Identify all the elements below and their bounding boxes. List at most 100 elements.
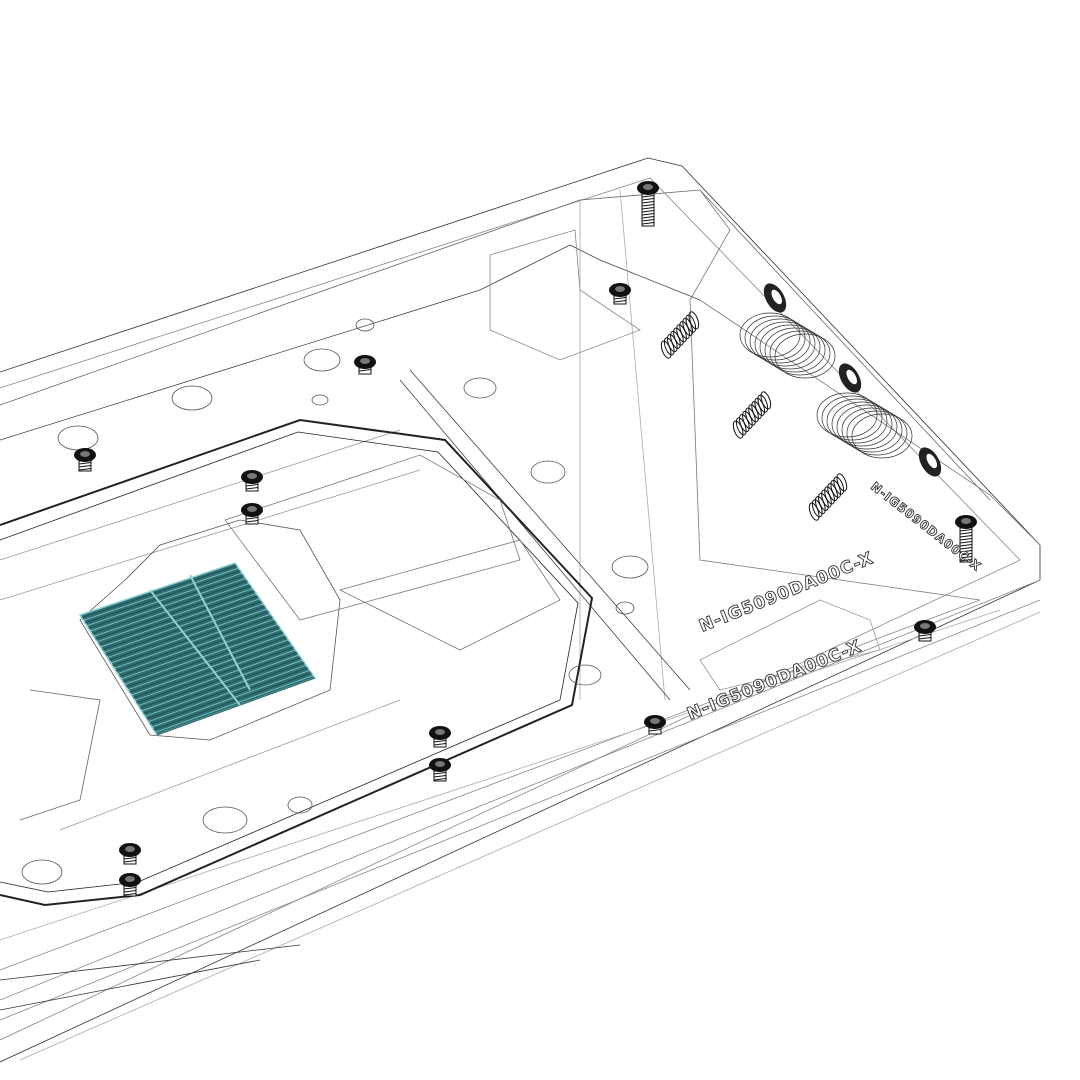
screw-thread — [959, 550, 973, 553]
screw-socket — [247, 473, 257, 479]
fin-line — [139, 652, 298, 709]
screw — [637, 181, 659, 227]
screw — [609, 283, 631, 305]
mounting-hole — [57, 425, 99, 451]
o-ring — [769, 330, 831, 376]
screw-thread — [641, 216, 655, 219]
o-ring — [836, 404, 898, 450]
screw-thread — [123, 890, 137, 893]
engraved-labels: N-IG5090DA00C-X N-IG5090DA00C-X N-IG5090… — [684, 479, 984, 725]
screw-thread — [358, 369, 372, 372]
screw — [74, 448, 96, 472]
screw-thread — [959, 541, 973, 544]
screw-thread — [641, 213, 655, 216]
screw — [955, 515, 977, 563]
o-ring — [754, 321, 816, 367]
fin-line — [102, 595, 259, 650]
screw — [644, 715, 666, 735]
fin-line — [143, 657, 301, 714]
mounting-hole — [21, 859, 63, 885]
fin-line — [85, 570, 241, 624]
fin-line — [105, 601, 262, 656]
fin-line — [110, 608, 268, 664]
screw — [429, 726, 451, 748]
o-ring — [826, 398, 888, 444]
o-ring — [744, 315, 806, 361]
screw-thread — [959, 547, 973, 550]
screw-thread — [245, 517, 259, 520]
mounting-hole — [287, 796, 313, 814]
mounting-hole — [171, 385, 213, 411]
screw — [914, 620, 936, 642]
washer-hole — [926, 453, 938, 469]
fin-line — [81, 565, 237, 618]
screw — [119, 873, 141, 897]
o-ring — [764, 327, 826, 373]
washer-hole — [771, 289, 783, 305]
screw-thread — [959, 553, 973, 556]
screw-thread — [959, 544, 973, 547]
screw-socket — [920, 623, 930, 629]
screw-thread — [959, 559, 973, 562]
o-rings — [739, 312, 913, 459]
mounting-hole — [303, 348, 341, 372]
o-ring — [851, 413, 913, 459]
spring-coil — [757, 394, 769, 413]
screw-thread — [918, 637, 932, 640]
fin-line — [153, 672, 312, 730]
screw-thread — [641, 219, 655, 222]
screw-thread — [78, 465, 92, 468]
fin-line — [117, 618, 275, 674]
spring-coil — [836, 473, 848, 492]
screw-thread — [959, 532, 973, 535]
screw-thread — [641, 195, 655, 198]
fin-line — [83, 567, 239, 621]
fin-line — [98, 590, 255, 645]
screw-thread — [918, 634, 932, 637]
screw-socket — [643, 184, 653, 190]
screw-thread — [641, 198, 655, 201]
o-ring — [846, 410, 908, 456]
fin-line — [95, 585, 252, 640]
screw-thread — [433, 743, 447, 746]
screw-thread — [123, 860, 137, 863]
water-block-body — [0, 157, 1041, 1063]
screw-socket — [650, 718, 660, 724]
part-number-label: N-IG5090DA00C-X — [696, 548, 876, 636]
o-ring — [816, 392, 878, 438]
mounting-hole — [202, 806, 248, 834]
o-ring — [759, 324, 821, 370]
fin-line — [112, 611, 269, 666]
fin-line — [90, 578, 246, 632]
screw-thread — [123, 893, 137, 896]
mounting-hole — [530, 460, 566, 484]
screw-thread — [641, 210, 655, 213]
fin-line — [150, 667, 309, 725]
screw-thread — [641, 222, 655, 225]
screw-thread — [245, 520, 259, 523]
fin-line — [96, 588, 253, 642]
fin-line — [93, 583, 250, 637]
screw-socket — [125, 846, 135, 852]
fin-line — [119, 621, 277, 677]
fin-line — [155, 675, 314, 733]
screw-socket — [125, 876, 135, 882]
screw-socket — [360, 358, 370, 364]
cold-plate — [0, 418, 594, 907]
fin-line — [136, 647, 294, 704]
screw-thread — [123, 887, 137, 890]
screw-socket — [435, 761, 445, 767]
o-ring — [841, 407, 903, 453]
o-ring — [774, 333, 836, 379]
screw-thread — [78, 468, 92, 471]
fin-line — [86, 572, 243, 626]
screw-thread — [648, 729, 662, 732]
screw-socket — [615, 286, 625, 292]
spring-coil — [833, 476, 845, 495]
fin-line — [144, 659, 303, 717]
mounting-hole — [568, 664, 602, 686]
screw-thread — [641, 207, 655, 210]
washer-hole — [846, 369, 858, 385]
